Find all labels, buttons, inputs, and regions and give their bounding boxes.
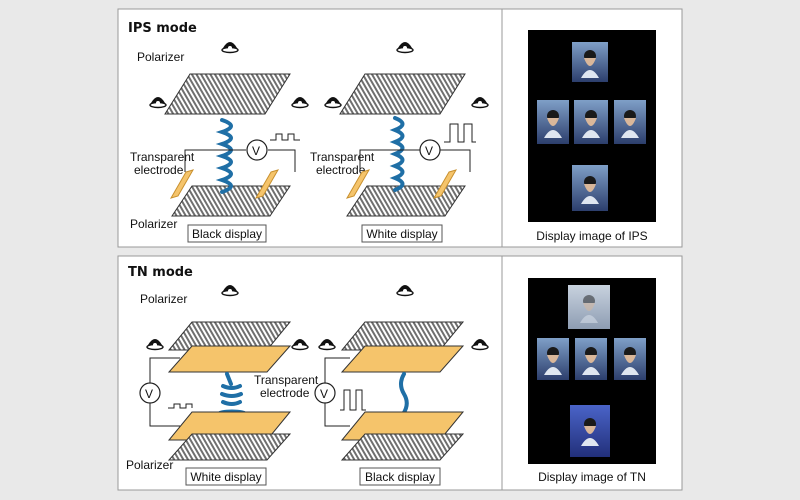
tn-polarizer-bottom-label: Polarizer <box>126 458 173 472</box>
tn-white-top-electrode <box>167 345 292 373</box>
tn-white-voltage-source <box>139 382 161 404</box>
ips-electrode-label-2: electrode <box>316 163 366 177</box>
tn-v-label-right: V <box>320 387 328 401</box>
ips-caption-right: White display <box>366 227 437 241</box>
ips-caption-right-box <box>361 224 443 243</box>
tn-electrode-label: electrode <box>260 386 310 400</box>
ips-white-lc-helix <box>389 116 405 192</box>
ips-v-label-left: V <box>252 144 260 158</box>
ips-polarizer-top-label: Polarizer <box>137 50 184 64</box>
ips-white-top-polarizer <box>339 73 466 115</box>
ips-black-bottom-polarizer <box>171 185 291 217</box>
ips-white-bottom-polarizer <box>346 185 466 217</box>
ips-caption-left: Black display <box>192 227 262 241</box>
tn-v-label-left: V <box>145 387 153 401</box>
tn-polarizer-top-label: Polarizer <box>140 292 187 306</box>
tn-caption-right-box <box>359 467 441 486</box>
tn-black-top-electrode <box>340 345 465 373</box>
ips-black-lc-helix <box>215 118 233 194</box>
ips-caption-left-box <box>187 224 267 243</box>
tn-title: TN mode <box>128 265 193 280</box>
ips-black-electrode-right <box>254 169 280 199</box>
ips-black-voltage-source <box>246 139 268 161</box>
tn-transparent-label: Transparent <box>254 373 319 387</box>
ips-transparent-label-2: Transparent <box>310 150 375 164</box>
tn-caption-left: White display <box>190 470 261 484</box>
tn-caption-right: Black display <box>365 470 435 484</box>
tn-caption-left-box <box>185 467 267 486</box>
ips-photo-tiles <box>537 42 646 211</box>
ips-white-electrode-right <box>432 169 458 199</box>
ips-transparent-label-1: Transparent <box>130 150 195 164</box>
ips-white-electrode-left <box>345 169 371 199</box>
ips-title: IPS mode <box>128 21 197 36</box>
ips-image-caption: Display image of IPS <box>536 229 647 243</box>
ips-black-electrode-left <box>169 169 195 199</box>
ips-black-top-polarizer <box>164 73 291 115</box>
tn-black-bottom-polarizer <box>340 433 465 461</box>
tn-photo-tiles <box>537 285 646 457</box>
ips-electrode-label-1: electrode <box>134 163 184 177</box>
ips-white-voltage-source <box>419 139 441 161</box>
ips-polarizer-bottom-label: Polarizer <box>130 217 177 231</box>
ips-v-label-right: V <box>425 144 433 158</box>
tn-image-caption: Display image of TN <box>538 470 646 484</box>
tn-black-voltage-source <box>314 382 336 404</box>
tn-white-bottom-polarizer <box>167 433 292 461</box>
